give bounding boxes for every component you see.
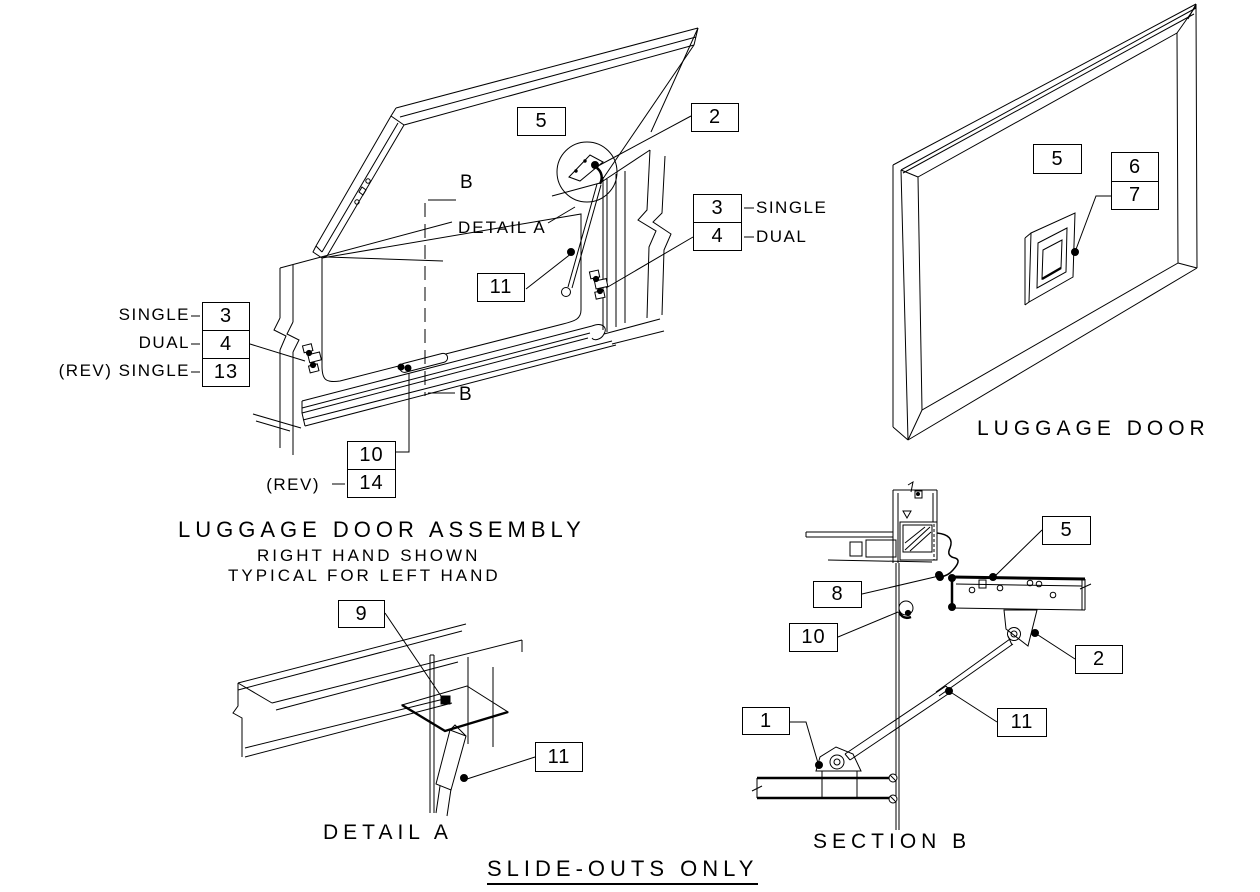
callout-number: 3	[711, 197, 724, 219]
callout-number: 7	[1128, 184, 1142, 206]
callout-number: 10	[359, 444, 384, 466]
callout-det-strut: 11	[535, 742, 583, 772]
assembly-title: LUGGAGE DOOR ASSEMBLY	[178, 517, 586, 542]
sheet-title: SLIDE-OUTS ONLY	[487, 858, 759, 885]
callout-hinge-left-single: 3	[202, 302, 250, 331]
callout-door-door: 7	[1111, 181, 1159, 210]
section-b-linework	[751, 480, 1092, 830]
label-rev: (REV)	[266, 475, 320, 494]
callout-sec-base-bracket: 1	[742, 707, 790, 735]
assembly-subtitle-1: RIGHT HAND SHOWN	[257, 546, 481, 565]
label-single: SINGLE	[118, 305, 190, 324]
assembly-door-linework	[312, 27, 699, 383]
callout-hinge-left-dual: 4	[202, 330, 250, 359]
callout-number: 1	[759, 709, 773, 732]
callout-number: 8	[831, 583, 844, 605]
section-marker-top: B	[460, 172, 473, 193]
callout-latch: 10	[347, 441, 396, 470]
callout-number: 4	[219, 333, 233, 355]
callout-number: 5	[1051, 147, 1064, 170]
callout-sec-panel: 5	[1042, 516, 1091, 545]
assembly-frame-linework	[252, 149, 672, 455]
callout-hinge-left-rev: 13	[202, 358, 250, 387]
callout-number: 11	[1010, 711, 1034, 733]
section-b-caption: SECTION B	[813, 830, 972, 853]
detail-a-reference: DETAIL A	[458, 218, 547, 237]
luggage-door-caption: LUGGAGE DOOR	[977, 417, 1210, 440]
callout-number: 9	[355, 602, 368, 625]
detail-a-linework	[232, 612, 536, 817]
assembly-subtitle-2: TYPICAL FOR LEFT HAND	[228, 566, 501, 585]
callout-hinge-right-single: 3	[693, 194, 742, 223]
detail-a-circle	[556, 141, 618, 203]
callout-number: 4	[711, 225, 724, 247]
callout-number: 2	[708, 106, 722, 128]
callout-door-frame: 6	[1111, 152, 1159, 182]
callout-number: 2	[1092, 648, 1106, 670]
callout-number: 10	[801, 626, 826, 648]
callout-panel: 5	[517, 107, 566, 136]
panel-screw-glyphs	[968, 579, 1057, 599]
callout-number: 11	[547, 745, 571, 768]
detail-a-caption: DETAIL A	[323, 821, 453, 844]
callout-strut-bracket: 2	[691, 103, 739, 132]
label-single-right: SINGLE	[756, 198, 828, 217]
luggage-door-linework	[892, 3, 1198, 441]
callout-number: 6	[1128, 155, 1142, 178]
callout-number: 14	[359, 472, 384, 494]
label-dual: DUAL	[138, 333, 190, 352]
callout-sec-latch: 10	[789, 623, 838, 652]
label-dual-right: DUAL	[756, 227, 808, 246]
callout-number: 13	[213, 361, 239, 383]
callout-number: 11	[489, 276, 513, 298]
callout-sec-hinge: 8	[813, 581, 862, 608]
callout-number: 5	[1060, 519, 1073, 541]
callout-sec-strut: 11	[997, 708, 1047, 737]
section-marker-bottom: B	[459, 384, 472, 405]
assembly-hardware-linework	[301, 141, 618, 374]
callout-sec-strut-bracket: 2	[1075, 645, 1123, 674]
callout-number: 3	[219, 305, 233, 327]
callout-det-plate: 9	[338, 600, 385, 628]
callout-number: 5	[535, 110, 548, 132]
callout-latch-rev: 14	[347, 469, 396, 498]
callout-door-panel: 5	[1033, 144, 1082, 174]
callout-hinge-right-dual: 4	[693, 222, 742, 251]
assembly-leaders	[191, 115, 754, 485]
callout-strut: 11	[477, 273, 525, 302]
label-rev-single: (REV) SINGLE	[58, 361, 190, 380]
